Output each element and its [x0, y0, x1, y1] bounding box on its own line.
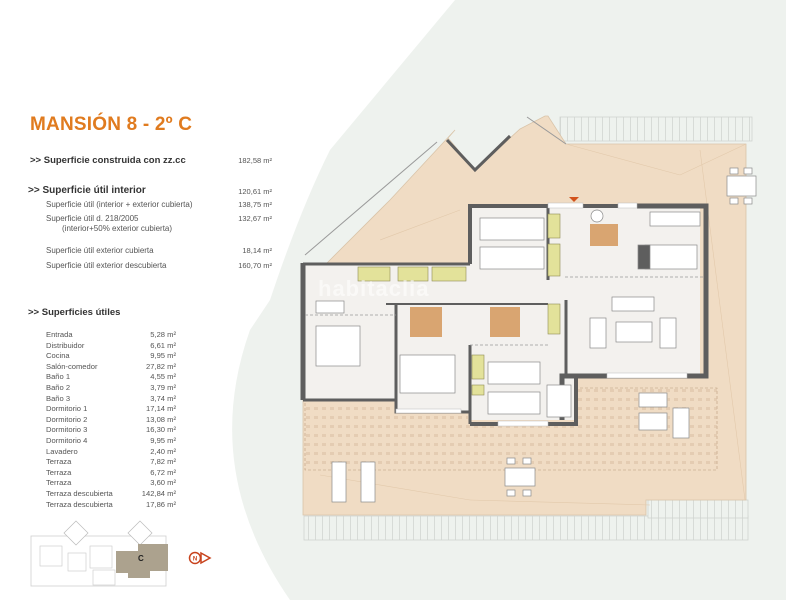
key-map: [30, 520, 168, 587]
glass-rail: [304, 141, 438, 256]
v-wall: [445, 134, 512, 173]
ext-uncovered-label: Superficie útil exterior descubierta: [46, 261, 167, 270]
useful-int-ext-value: 138,75 m²: [238, 200, 272, 209]
svg-text:N: N: [193, 557, 197, 563]
wardrobes: [357, 213, 561, 396]
page-title: MANSIÓN 8 - 2º C: [30, 114, 193, 135]
furniture: [315, 167, 757, 503]
bathrooms: [410, 224, 618, 337]
useful-interior-value: 120,61 m²: [238, 187, 272, 196]
rooms-header: >> Superficies útiles: [28, 307, 121, 318]
entrance-marker: [569, 197, 579, 202]
watermark: habitaclia: [318, 276, 430, 301]
north-arrow-icon: N: [188, 551, 212, 565]
built-area-value: 182,58 m²: [238, 156, 272, 165]
built-area-label: >> Superficie construida con zz.cc: [30, 155, 186, 166]
ext-covered-value: 18,14 m²: [242, 246, 272, 255]
useful-decree-sublabel: (interior+50% exterior cubierta): [62, 224, 173, 233]
ext-uncovered-value: 160,70 m²: [238, 261, 272, 270]
useful-interior-label: >> Superficie útil interior: [28, 185, 146, 196]
key-map-unit-label: C: [138, 554, 144, 563]
useful-int-ext-label: Superficie útil (interior + exterior cub…: [46, 200, 193, 209]
useful-decree-value: 132,67 m²: [238, 214, 272, 223]
useful-decree-label: Superficie útil d. 218/2005: [46, 214, 139, 223]
railing: [303, 116, 753, 541]
ext-covered-label: Superficie útil exterior cubierta: [46, 246, 154, 255]
